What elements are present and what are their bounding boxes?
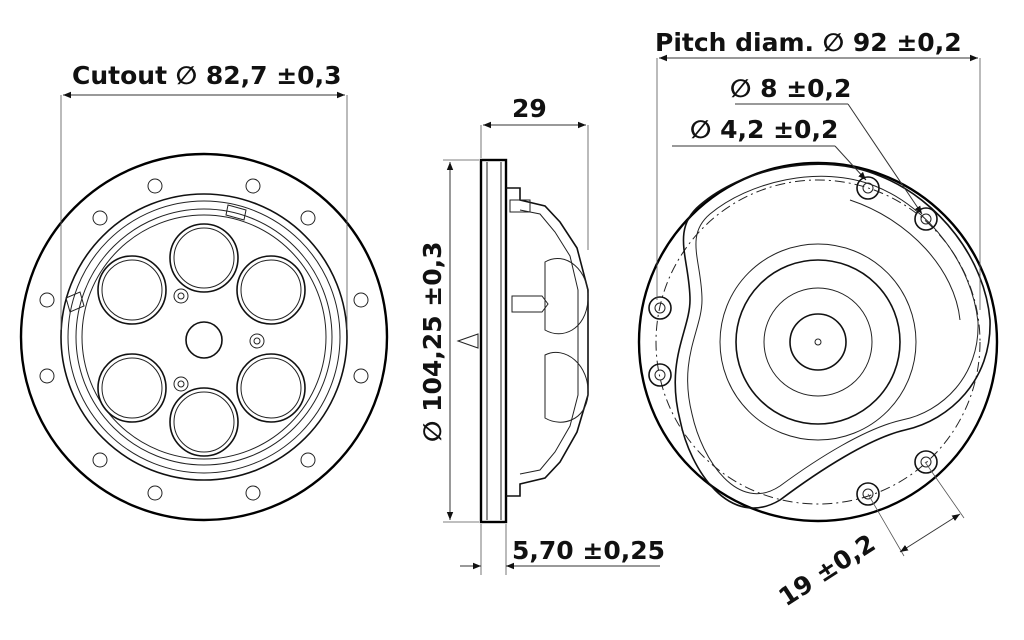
- pitch-diameter-dimension: [656, 54, 981, 310]
- front-mounting-hole: [914, 450, 938, 474]
- rear-vent-hole: [97, 353, 167, 423]
- rear-view: Cutout ∅ 82,7 ±0,3: [19, 61, 389, 522]
- rear-mounting-hole: [300, 210, 316, 226]
- side-flange: [479, 158, 508, 524]
- rear-mounting-hole: [300, 452, 316, 468]
- front-view: Pitch diam. ∅ 92 ±0,2 ∅ 8 ±0,2 ∅ 4,2 ±0,…: [637, 28, 999, 612]
- rear-vent-hole: [236, 255, 306, 325]
- front-faceplate-edge: [849, 199, 961, 321]
- side-dome-top: [544, 257, 589, 335]
- hole-4-2-label: ∅ 4,2 ±0,2: [690, 115, 838, 144]
- cutout-dimension: [60, 91, 348, 330]
- rear-mounting-holes: [39, 178, 369, 501]
- rear-vent-hole: [236, 353, 306, 423]
- rear-mounting-hole: [39, 292, 55, 308]
- rear-frame-ring-2: [81, 214, 327, 460]
- rear-mounting-hole: [353, 292, 369, 308]
- front-mounting-hole: [648, 363, 672, 387]
- front-faceplate-inner: [687, 175, 979, 494]
- rear-terminal-top: [225, 204, 247, 221]
- hole-8-label: ∅ 8 ±0,2: [730, 74, 851, 103]
- front-faceplate: [674, 163, 991, 509]
- rear-mounting-hole: [147, 485, 163, 501]
- depth-label: 29: [512, 94, 547, 123]
- front-mounting-holes: [648, 176, 938, 506]
- cutout-label: Cutout ∅ 82,7 ±0,3: [72, 61, 341, 90]
- flange-diameter-label: ∅ 104,25 ±0,3: [418, 241, 447, 442]
- flange-diameter-dimension: [443, 159, 479, 523]
- side-dome-bottom: [544, 351, 589, 423]
- rear-vent-hole: [169, 387, 239, 457]
- rear-mounting-hole: [92, 210, 108, 226]
- rear-terminal-left: [65, 291, 85, 313]
- rear-flange-outer: [19, 152, 389, 522]
- rear-mounting-hole: [92, 452, 108, 468]
- front-ring-3: [763, 287, 873, 397]
- rear-mounting-hole: [245, 485, 261, 501]
- side-terminal: [511, 295, 549, 313]
- front-dome-center: [814, 338, 822, 346]
- hole-spacing-dimension: [867, 461, 965, 557]
- rear-inner-ring: [67, 200, 341, 474]
- hole-spacing-label: 19 ±0,2: [773, 528, 880, 612]
- rear-mounting-hole: [353, 368, 369, 384]
- side-terminal-top: [509, 199, 531, 213]
- side-body: [506, 187, 589, 497]
- front-mounting-hole: [914, 207, 938, 231]
- hole-4-2-leader: [834, 145, 867, 181]
- rear-vent-hole: [97, 255, 167, 325]
- rear-mounting-hole: [245, 178, 261, 194]
- depth-dimension: [480, 121, 589, 250]
- front-dome: [789, 313, 847, 371]
- rear-frame-ring: [75, 208, 333, 466]
- front-ring-1: [719, 243, 917, 441]
- rear-screws: [173, 288, 265, 392]
- front-mounting-hole: [648, 296, 672, 320]
- front-ring-2: [735, 259, 901, 425]
- side-view: 29 ∅ 104,25 ±0,3 5,70 ±0,25: [418, 94, 665, 575]
- side-marker: [456, 333, 479, 349]
- front-mounting-hole: [856, 176, 880, 200]
- rear-center-hole: [185, 321, 223, 359]
- flange-thickness-dimension: [460, 524, 660, 575]
- front-pitch-circle: [655, 179, 981, 505]
- hole-8-leader: [847, 103, 923, 215]
- rear-vent-holes: [97, 223, 306, 457]
- rear-cutout-ring: [60, 193, 348, 481]
- pitch-diameter-label: Pitch diam. ∅ 92 ±0,2: [655, 28, 962, 57]
- flange-thickness-label: 5,70 ±0,25: [512, 536, 665, 565]
- side-body-inner: [519, 209, 579, 475]
- rear-vent-hole: [169, 223, 239, 293]
- front-flange-outer: [637, 161, 999, 523]
- rear-mounting-hole: [147, 178, 163, 194]
- rear-mounting-hole: [39, 368, 55, 384]
- front-mounting-hole: [856, 482, 880, 506]
